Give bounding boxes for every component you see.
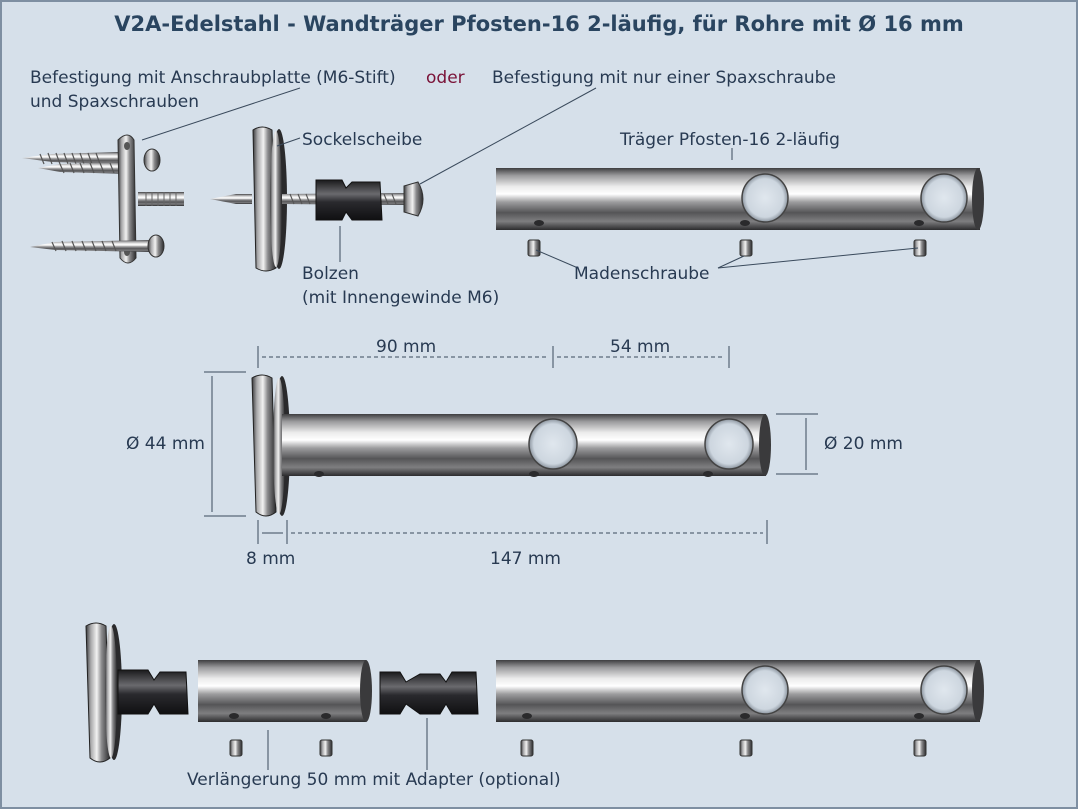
label-sockelscheibe: Sockelscheibe xyxy=(302,130,423,150)
extension-tube xyxy=(198,660,372,722)
label-madenschraube: Madenschraube xyxy=(574,264,710,284)
madenschraube-bottom xyxy=(229,739,927,757)
adapter xyxy=(379,671,479,715)
page-title: V2A-Edelstahl - Wandträger Pfosten-16 2-… xyxy=(114,12,964,36)
traeger-top xyxy=(496,168,984,230)
dim-44mm: Ø 44 mm xyxy=(126,434,205,454)
dimension-lines xyxy=(204,346,818,544)
bolzen-top xyxy=(315,179,383,221)
madenschraube-top xyxy=(527,239,927,257)
label-traeger: Träger Pfosten-16 2-läufig xyxy=(620,130,840,150)
dim-90mm: 90 mm xyxy=(376,337,437,357)
label-single-screw: Befestigung mit nur einer Spaxschraube xyxy=(492,68,836,88)
label-oder: oder xyxy=(426,68,465,88)
spax-screw-upper-2 xyxy=(38,162,130,174)
screw-head-upper xyxy=(143,148,161,172)
spax-screw-lower xyxy=(30,234,165,258)
dim-54mm: 54 mm xyxy=(610,337,671,357)
dim-147mm: 147 mm xyxy=(490,549,561,569)
dim-20mm: Ø 20 mm xyxy=(824,434,903,454)
spax-screw-upper-1 xyxy=(22,152,118,165)
leader-lines xyxy=(141,87,919,770)
label-mount-plate-line1: Befestigung mit Anschraubplatte (M6-Stif… xyxy=(30,68,396,88)
bolzen-bottom xyxy=(117,669,189,715)
label-extension: Verlängerung 50 mm mit Adapter (optional… xyxy=(187,770,561,790)
m6-stud xyxy=(138,192,184,206)
label-bolzen-line2: (mit Innengewinde M6) xyxy=(302,288,500,308)
traeger-bottom xyxy=(496,660,984,722)
sockelscheibe-bottom xyxy=(85,622,122,763)
traeger-assembled xyxy=(251,374,771,517)
label-bolzen-line1: Bolzen xyxy=(302,264,359,284)
sockelscheibe-top xyxy=(252,126,287,272)
dim-8mm: 8 mm xyxy=(246,549,296,569)
label-mount-plate-line2: und Spaxschrauben xyxy=(30,92,199,112)
